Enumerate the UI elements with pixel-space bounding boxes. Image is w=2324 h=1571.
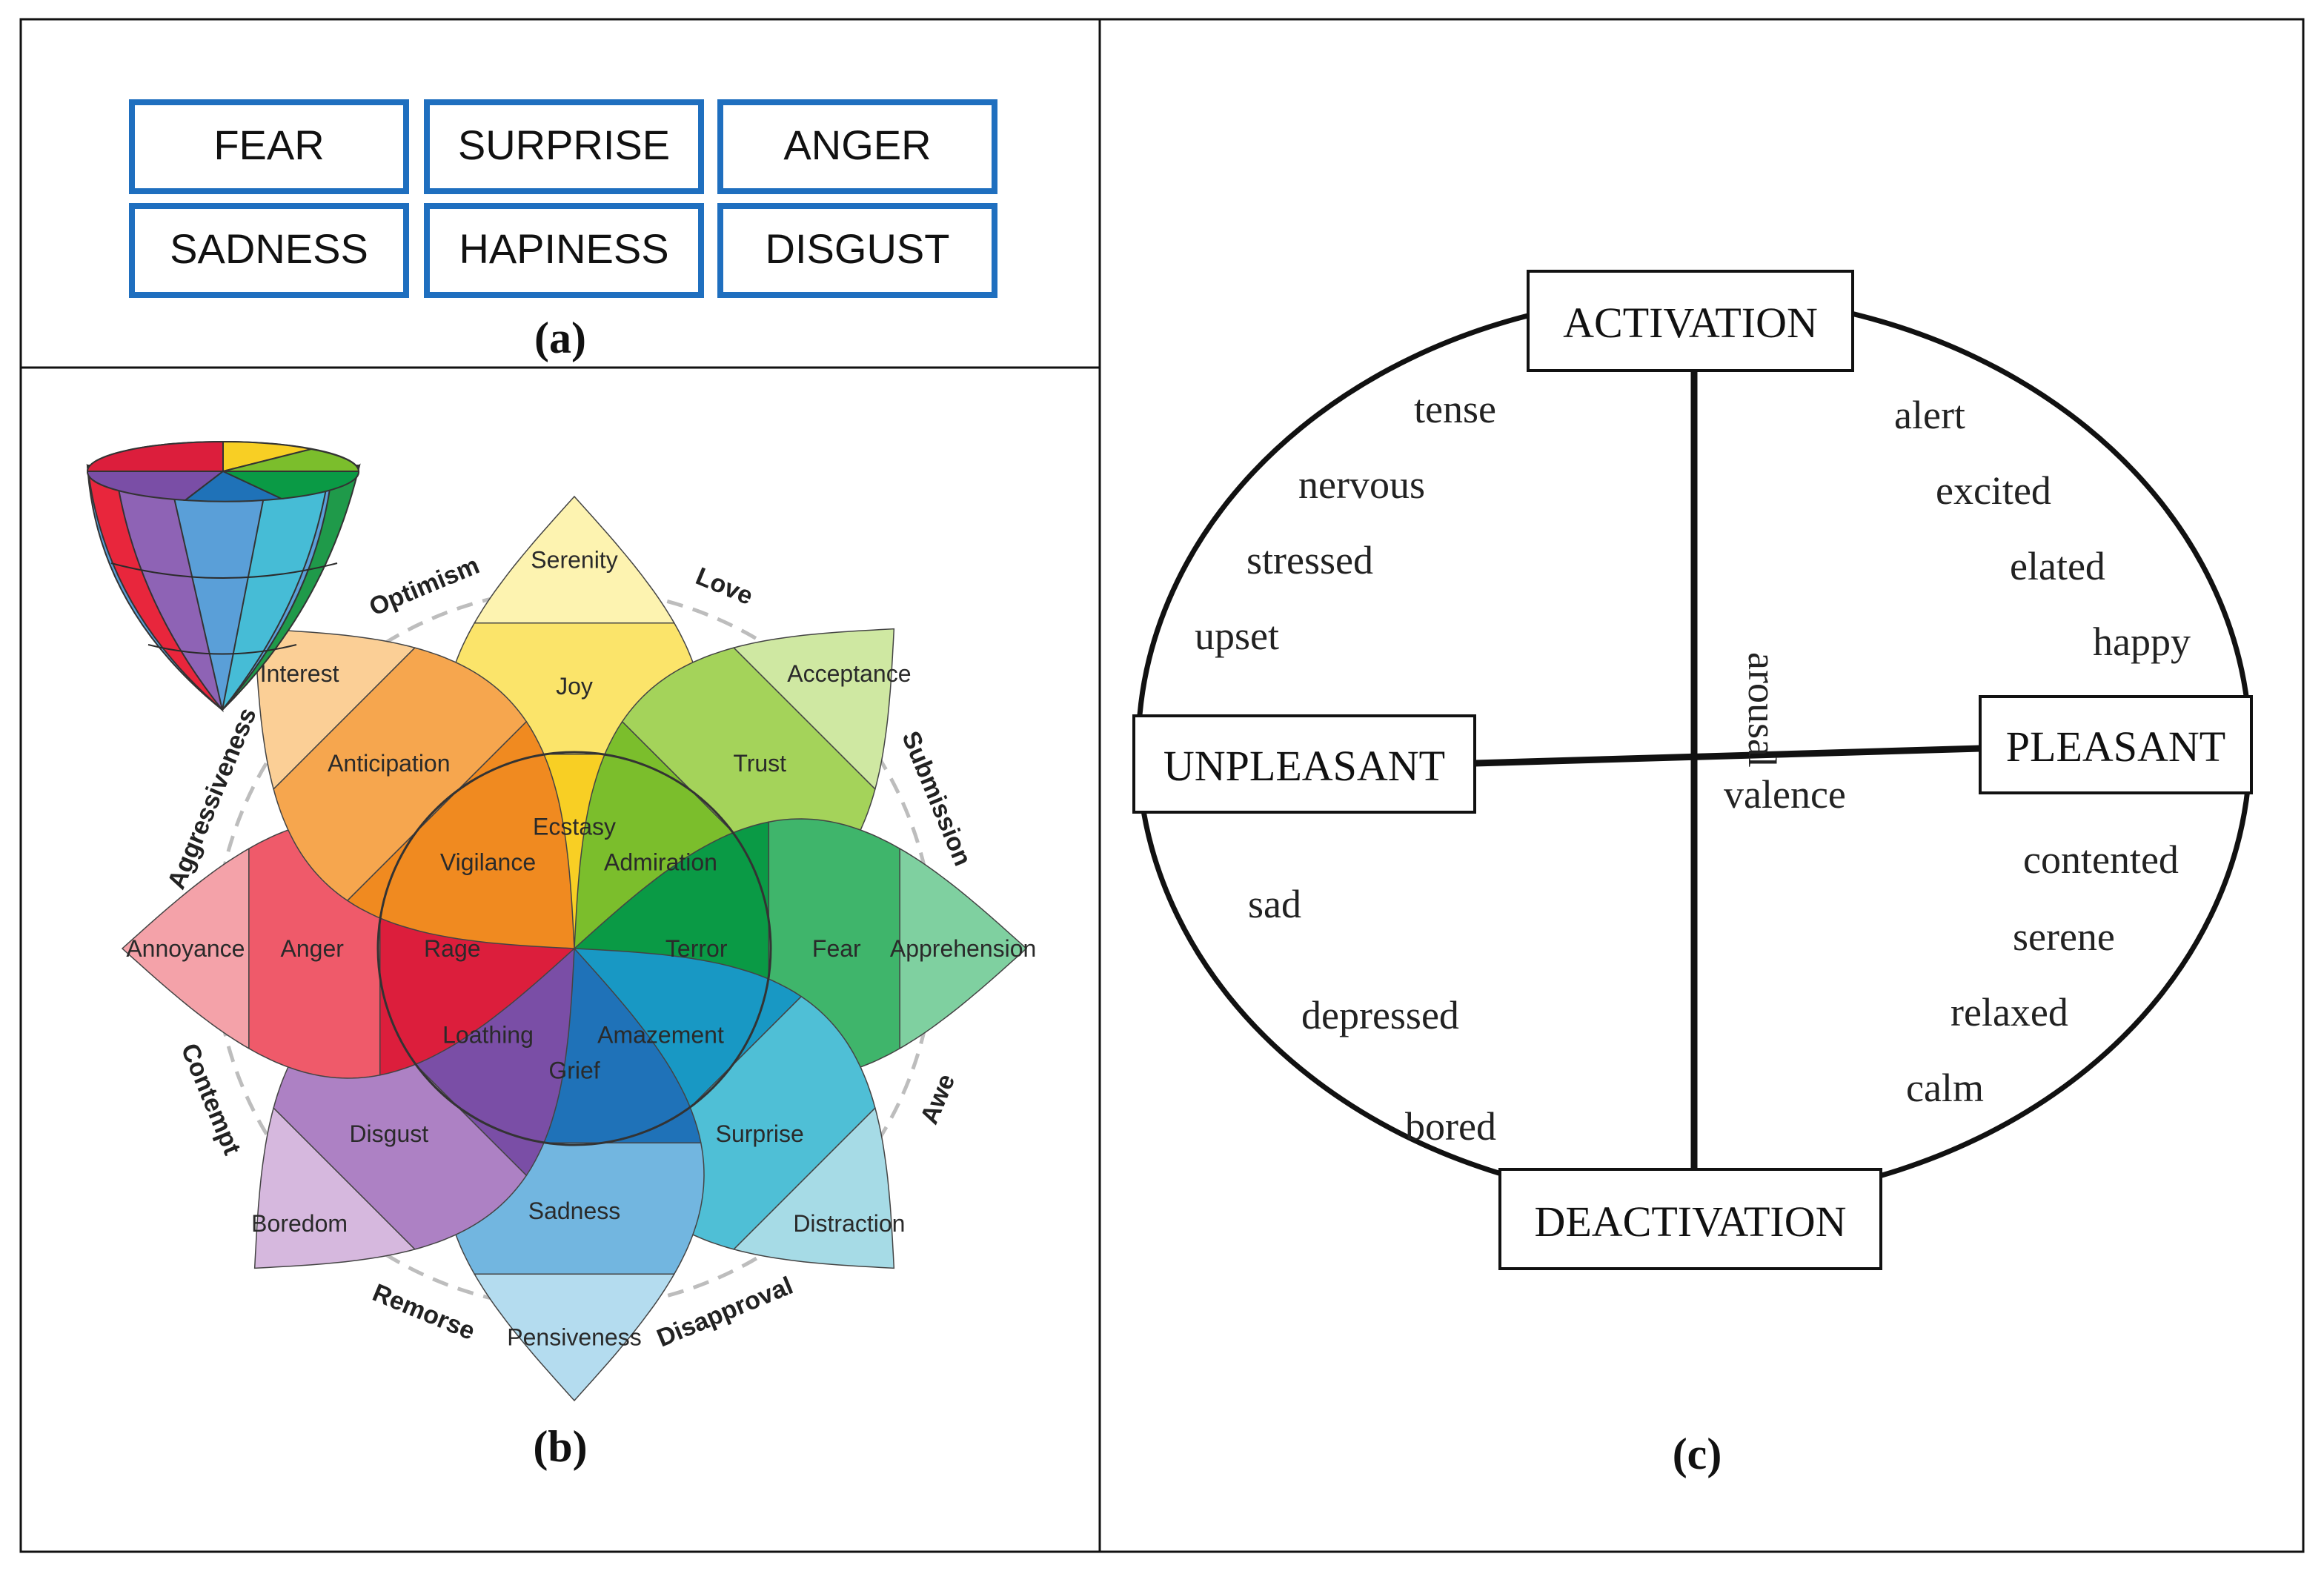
petal-label-admiration: Admiration [604, 849, 717, 876]
emotion-box-surprise: SURPRISE [424, 99, 704, 194]
plutchik-cone-icon [86, 440, 361, 713]
dyad-label-love: Love [691, 562, 757, 610]
petal-anticipation [253, 628, 575, 949]
petal-label-pensiveness: Pensiveness [507, 1324, 641, 1351]
axis-label-valence: valence [1724, 772, 1846, 817]
petal-band-distraction [732, 1106, 895, 1269]
petal-label-apprehension: Apprehension [890, 935, 1036, 962]
petal-band-annoyance [121, 847, 250, 1050]
word-happy: happy [2093, 620, 2191, 664]
petal-band-pensiveness [473, 1273, 676, 1402]
caption-c: (c) [1673, 1429, 1722, 1478]
petal-label-anger: Anger [281, 935, 345, 962]
emotion-label-fear: FEAR [213, 122, 324, 168]
emotion-label-happiness: HAPINESS [459, 225, 668, 272]
emotion-box-sadness: SADNESS [129, 203, 409, 298]
petal-band-serenity [473, 495, 676, 624]
petal-band-acceptance [732, 628, 895, 791]
pole-label-pleasant: PLEASANT [2006, 723, 2225, 771]
petal-label-acceptance: Acceptance [787, 660, 911, 687]
word-contented: contented [2023, 837, 2179, 882]
pole-box-pleasant: PLEASANT [1979, 695, 2253, 794]
pole-box-activation: ACTIVATION [1527, 270, 1854, 372]
petal-label-surprise: Surprise [716, 1120, 804, 1147]
petal-band-boredom [253, 1106, 416, 1269]
petal-label-anticipation: Anticipation [328, 750, 450, 777]
petal-label-annoyance: Annoyance [126, 935, 245, 962]
word-calm: calm [1906, 1066, 1984, 1110]
word-tense: tense [1414, 387, 1496, 431]
valence-axis [1474, 745, 1981, 767]
panel-frame [19, 18, 2305, 1553]
dyad-label-disapproval: Disapproval [653, 1272, 797, 1353]
word-alert: alert [1894, 393, 1965, 437]
word-relaxed: relaxed [1950, 990, 2068, 1034]
petal-label-vigilance: Vigilance [440, 849, 536, 876]
dyad-label-submission: Submission [896, 727, 977, 870]
word-elated: elated [2010, 544, 2105, 588]
emotion-label-disgust: DISGUST [766, 225, 950, 272]
petal-label-disgust: Disgust [349, 1120, 428, 1147]
dyad-label-contempt: Contempt [175, 1040, 246, 1159]
dyad-label-awe: Awe [915, 1070, 961, 1129]
petal-label-trust: Trust [733, 750, 786, 777]
plutchik-wheel [121, 495, 1028, 1402]
petal-label-grief: Grief [548, 1057, 600, 1084]
petal-label-ecstasy: Ecstasy [533, 813, 616, 840]
petal-label-joy: Joy [556, 673, 593, 700]
pole-label-unpleasant: UNPLEASANT [1163, 742, 1445, 790]
word-depressed: depressed [1301, 993, 1459, 1037]
emotion-box-happiness: HAPINESS [424, 203, 704, 298]
pole-box-deactivation: DEACTIVATION [1498, 1168, 1882, 1270]
emotion-label-sadness: SADNESS [170, 225, 368, 272]
emotion-box-disgust: DISGUST [717, 203, 997, 298]
emotion-box-anger: ANGER [717, 99, 997, 194]
word-sad: sad [1248, 882, 1301, 926]
pole-label-deactivation: DEACTIVATION [1534, 1198, 1846, 1246]
emotion-label-anger: ANGER [783, 122, 931, 168]
petal-label-loathing: Loathing [442, 1022, 534, 1049]
petal-label-amazement: Amazement [597, 1022, 724, 1049]
dyad-label-optimism: Optimism [365, 551, 483, 622]
petal-label-rage: Rage [424, 935, 481, 962]
emotion-label-surprise: SURPRISE [458, 122, 670, 168]
word-excited: excited [1936, 468, 2051, 513]
pole-label-activation: ACTIVATION [1563, 299, 1818, 347]
word-serene: serene [2013, 914, 2115, 959]
axis-label-arousal: arousal [1740, 652, 1784, 768]
caption-b: (b) [533, 1422, 587, 1471]
word-bored: bored [1405, 1104, 1496, 1149]
petal-label-terror: Terror [665, 935, 728, 962]
petal-band-apprehension [899, 847, 1028, 1050]
caption-a: (a) [534, 313, 586, 362]
petal-label-fear: Fear [812, 935, 861, 962]
petal-label-serenity: Serenity [531, 546, 617, 573]
word-nervous: nervous [1298, 462, 1425, 507]
pole-box-unpleasant: UNPLEASANT [1132, 714, 1476, 814]
inner-ring [376, 751, 772, 1146]
petal-label-boredom: Boredom [251, 1210, 348, 1237]
emotion-box-fear: FEAR [129, 99, 409, 194]
panel-c: ACTIVATION DEACTIVATION UNPLEASANT PLEAS… [1132, 270, 2253, 1478]
panel-a: FEAR SURPRISE ANGER SADNESS HAPINESS DIS… [129, 99, 997, 362]
petal-label-interest: Interest [260, 660, 339, 687]
word-stressed: stressed [1246, 538, 1373, 582]
petal-label-sadness: Sadness [528, 1198, 621, 1224]
word-upset: upset [1195, 614, 1279, 658]
petal-label-distraction: Distraction [793, 1210, 905, 1237]
